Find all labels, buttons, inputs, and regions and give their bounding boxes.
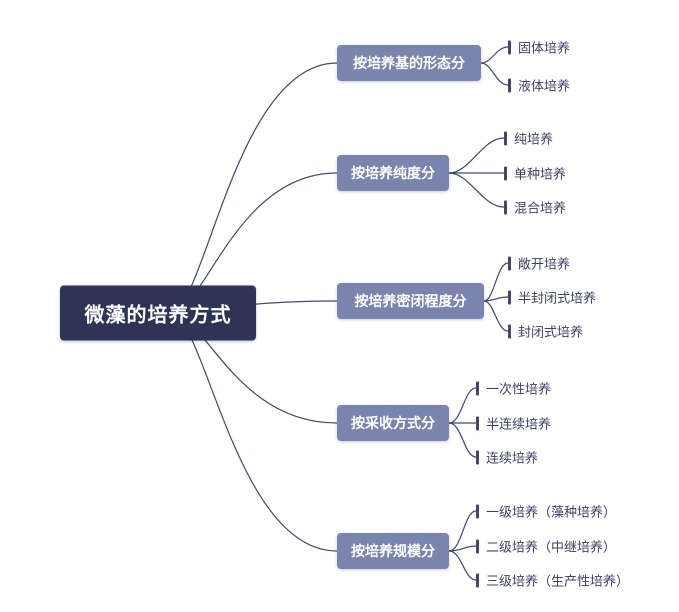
leaf-node-mixed-culture[interactable]: 混合培养 (504, 198, 566, 217)
leaf-tick-icon (508, 290, 511, 304)
leaf-node-primary-culture[interactable]: 一级培养（藻种培养） (476, 502, 616, 521)
branch-node-medium-form[interactable]: 按培养基的形态分 (337, 45, 481, 81)
branch-node-scale[interactable]: 按培养规模分 (337, 533, 449, 569)
curve-b3-leaf-3 (483, 300, 509, 332)
branch-node-purity[interactable]: 按培养纯度分 (337, 155, 449, 191)
leaf-node-semi-closed-culture[interactable]: 半封闭式培养 (508, 288, 596, 307)
leaf-node-continuous-culture[interactable]: 连续培养 (476, 448, 538, 467)
curve-b3-leaf-2 (483, 296, 509, 302)
leaf-node-closed-culture[interactable]: 封闭式培养 (508, 322, 583, 341)
leaf-label: 半连续培养 (486, 416, 552, 432)
curve-b5-leaf-2 (448, 545, 477, 552)
curve-b5-leaf-1 (448, 510, 477, 552)
curve-b3-leaf-1 (483, 262, 509, 302)
curve-b2-leaf-3 (448, 172, 505, 208)
leaf-label: 二级培养（中继培养） (486, 539, 617, 555)
curve-b1-leaf-1 (480, 46, 509, 64)
leaf-label: 纯培养 (514, 131, 554, 147)
curve-b4-leaf-3 (448, 422, 477, 458)
leaf-label: 单种培养 (514, 166, 567, 182)
leaf-node-solid-culture[interactable]: 固体培养 (508, 38, 570, 57)
leaf-tick-icon (504, 166, 507, 180)
curve-b4-leaf-1 (448, 387, 477, 424)
curve-b2-leaf-1 (448, 137, 505, 174)
leaf-tick-icon (508, 256, 511, 270)
leaf-label: 混合培养 (514, 200, 567, 216)
leaf-tick-icon (476, 416, 479, 430)
leaf-node-single-species-culture[interactable]: 单种培养 (504, 164, 566, 183)
leaf-label: 液体培养 (518, 78, 571, 94)
leaf-node-secondary-culture[interactable]: 二级培养（中继培养） (476, 537, 616, 556)
leaf-node-pure-culture[interactable]: 纯培养 (504, 129, 553, 148)
leaf-tick-icon (504, 200, 507, 214)
curve-b5-leaf-3 (448, 550, 477, 581)
leaf-node-open-culture[interactable]: 敞开培养 (508, 254, 570, 273)
leaf-node-semi-continuous-culture[interactable]: 半连续培养 (476, 414, 551, 433)
leaf-label: 半封闭式培养 (518, 290, 597, 306)
leaf-tick-icon (476, 539, 479, 553)
branch-node-closure[interactable]: 按培养密闭程度分 (337, 283, 484, 319)
leaf-node-tertiary-culture[interactable]: 三级培养（生产性培养） (476, 571, 629, 590)
leaf-tick-icon (504, 131, 507, 145)
leaf-label: 敞开培养 (518, 256, 571, 272)
leaf-tick-icon (476, 504, 479, 518)
leaf-label: 一级培养（藻种培养） (486, 504, 617, 520)
leaf-tick-icon (476, 573, 479, 587)
curve-root-branch-1 (169, 62, 338, 314)
leaf-label: 封闭式培养 (518, 324, 584, 340)
leaf-node-batch-culture[interactable]: 一次性培养 (476, 379, 551, 398)
leaf-tick-icon (508, 78, 511, 92)
leaf-label: 一次性培养 (486, 381, 552, 397)
leaf-label: 固体培养 (518, 40, 571, 56)
leaf-tick-icon (508, 40, 511, 54)
root-node[interactable]: 微藻的培养方式 (60, 285, 256, 341)
leaf-tick-icon (476, 381, 479, 395)
leaf-tick-icon (476, 450, 479, 464)
branch-node-harvest[interactable]: 按采收方式分 (337, 405, 449, 441)
leaf-label: 连续培养 (486, 450, 539, 466)
curve-b1-leaf-2 (480, 62, 509, 86)
leaf-label: 三级培养（生产性培养） (486, 573, 630, 589)
curve-root-branch-5 (169, 312, 338, 552)
leaf-tick-icon (508, 324, 511, 338)
leaf-node-liquid-culture[interactable]: 液体培养 (508, 76, 570, 95)
